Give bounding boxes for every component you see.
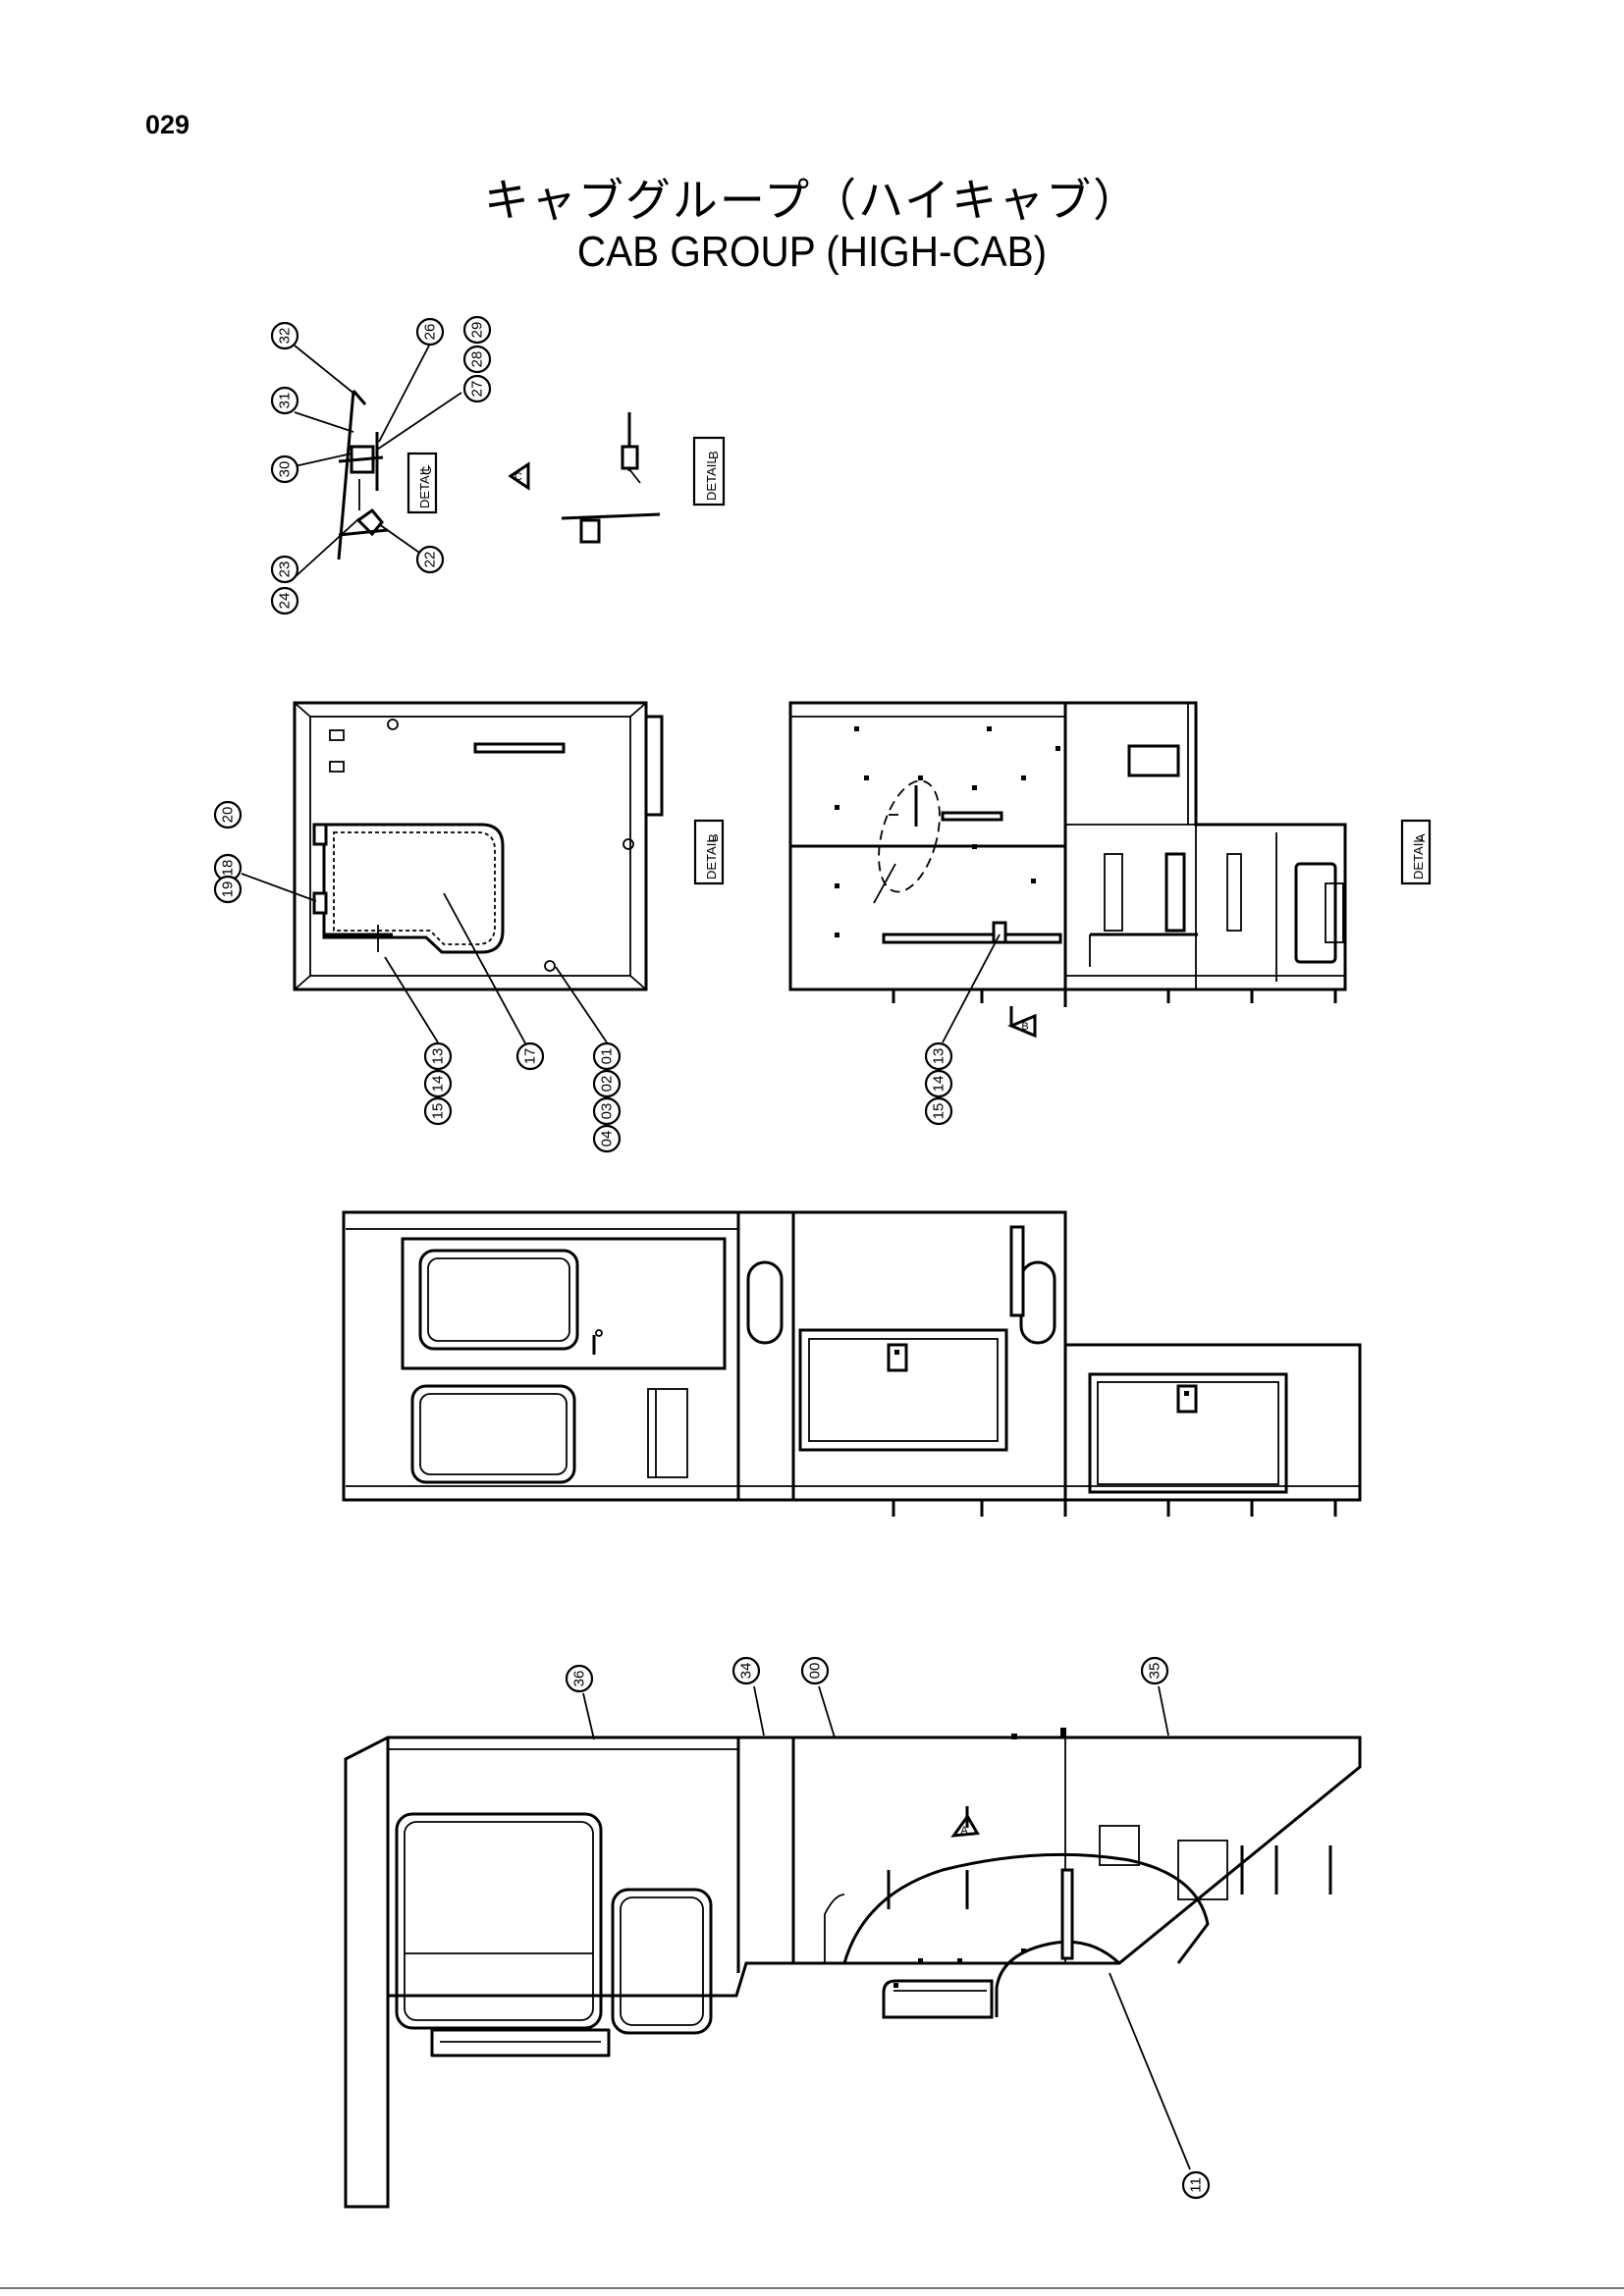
callout-number: 30 — [277, 461, 294, 478]
callout-number: 32 — [277, 328, 294, 345]
callout-plan_left-01: 01 — [592, 1041, 622, 1071]
callout-number: 13 — [430, 1048, 447, 1065]
callout-detail_c-23: 23 — [270, 555, 299, 584]
view-arrow-c: C — [508, 461, 530, 491]
view-arrow-a: A — [950, 1806, 980, 1838]
view-arrow-c-label: C — [514, 471, 522, 483]
callout-plan_left-02: 02 — [592, 1069, 622, 1098]
callout-detail_c-24: 24 — [270, 586, 299, 615]
callout-number: 17 — [522, 1048, 539, 1065]
callout-number: 01 — [599, 1048, 616, 1065]
side-elevation — [342, 1210, 1362, 1517]
detail-tag-b-top-letter: B — [706, 451, 721, 459]
callout-number: 15 — [931, 1103, 947, 1120]
callout-number: 14 — [430, 1076, 447, 1093]
callout-detail_c-27: 27 — [462, 374, 492, 403]
callout-number: 20 — [220, 807, 237, 824]
callout-detail_c-30: 30 — [270, 454, 299, 484]
detail-tag-c-letter: C — [419, 466, 434, 475]
detail-tag-a: DETAIL A — [1400, 819, 1432, 885]
plan-right-leaders — [942, 934, 1001, 1043]
perspective-view — [344, 1728, 1362, 2209]
view-arrow-b: B — [1007, 1006, 1037, 1039]
detail-tag-b: DETAIL B — [693, 819, 725, 885]
callout-number: 00 — [807, 1663, 824, 1680]
callout-number: 14 — [931, 1076, 947, 1093]
callout-number: 27 — [469, 381, 486, 398]
callout-perspective-34: 34 — [731, 1656, 761, 1685]
detail-tag-b-letter: B — [706, 833, 721, 842]
callout-perspective-11: 11 — [1181, 2170, 1211, 2200]
footer-rule — [0, 2287, 1624, 2289]
callout-detail_c-22: 22 — [415, 545, 445, 574]
callout-number: 23 — [277, 561, 294, 578]
callout-number: 29 — [469, 322, 486, 339]
callout-number: 36 — [571, 1671, 588, 1687]
callout-perspective-36: 36 — [565, 1664, 594, 1693]
callout-plan_left-04: 04 — [592, 1124, 622, 1153]
callout-plan_right-15: 15 — [924, 1096, 953, 1126]
callout-plan_left-15: 15 — [423, 1096, 453, 1126]
plan-view-left — [293, 701, 664, 991]
callout-detail_c-28: 28 — [462, 345, 492, 374]
callout-number: 18 — [220, 860, 237, 877]
callout-number: 24 — [277, 593, 294, 610]
callout-number: 13 — [931, 1048, 947, 1065]
callout-plan_left-18: 18 — [213, 853, 243, 882]
callout-perspective-00: 00 — [800, 1656, 830, 1685]
page-title-japanese: キャブグループ（ハイキャブ） — [483, 174, 1141, 227]
callout-number: 15 — [430, 1103, 447, 1120]
plan-left-leaders — [241, 873, 608, 1053]
detail-tag-c-label: DETAIL — [417, 464, 432, 508]
detail-tag-a-label: DETAIL — [1411, 835, 1426, 880]
callout-plan_left-20: 20 — [213, 800, 243, 829]
callout-perspective-35: 35 — [1140, 1656, 1169, 1685]
callout-detail_c-26: 26 — [415, 317, 445, 347]
callout-number: 02 — [599, 1076, 616, 1093]
callout-number: 11 — [1188, 2177, 1205, 2193]
callout-number: 31 — [277, 393, 294, 409]
callout-plan_left-14: 14 — [423, 1069, 453, 1098]
detail-tag-c: DETAIL C — [406, 452, 438, 514]
callout-number: 22 — [422, 552, 439, 568]
detail-b-top-drawing — [561, 412, 661, 544]
callout-number: 26 — [422, 324, 439, 341]
detail-tag-b-top-label: DETAIL — [704, 456, 719, 501]
page-title-english: CAB GROUP (HIGH-CAB) — [576, 228, 1048, 276]
view-arrow-a-label: A — [960, 1825, 968, 1837]
plan-view-right — [788, 701, 1347, 1007]
callout-number: 28 — [469, 351, 486, 368]
callout-plan_right-14: 14 — [924, 1069, 953, 1098]
callout-plan_left-17: 17 — [515, 1041, 545, 1071]
callout-detail_c-32: 32 — [270, 321, 299, 350]
callout-plan_left-19: 19 — [213, 875, 243, 904]
detail-tag-a-letter: A — [1413, 833, 1428, 842]
callout-plan_right-13: 13 — [924, 1041, 953, 1071]
page-number: 029 — [145, 110, 190, 139]
callout-plan_left-03: 03 — [592, 1096, 622, 1126]
view-arrow-b-label: B — [1021, 1021, 1028, 1033]
callout-detail_c-29: 29 — [462, 315, 492, 345]
callout-detail_c-31: 31 — [270, 386, 299, 415]
perspective-leaders — [582, 1685, 1191, 2170]
callout-number: 03 — [599, 1103, 616, 1120]
callout-number: 35 — [1147, 1663, 1164, 1680]
callout-plan_left-13: 13 — [423, 1041, 453, 1071]
callout-number: 19 — [220, 881, 237, 898]
detail-tag-b-label: DETAIL — [704, 835, 719, 880]
detail-tag-b-top: DETAIL B — [692, 436, 726, 507]
detail-c-leaders — [292, 345, 462, 580]
callout-number: 34 — [738, 1663, 755, 1680]
detail-c-drawing — [337, 390, 389, 561]
callout-number: 04 — [599, 1131, 616, 1148]
